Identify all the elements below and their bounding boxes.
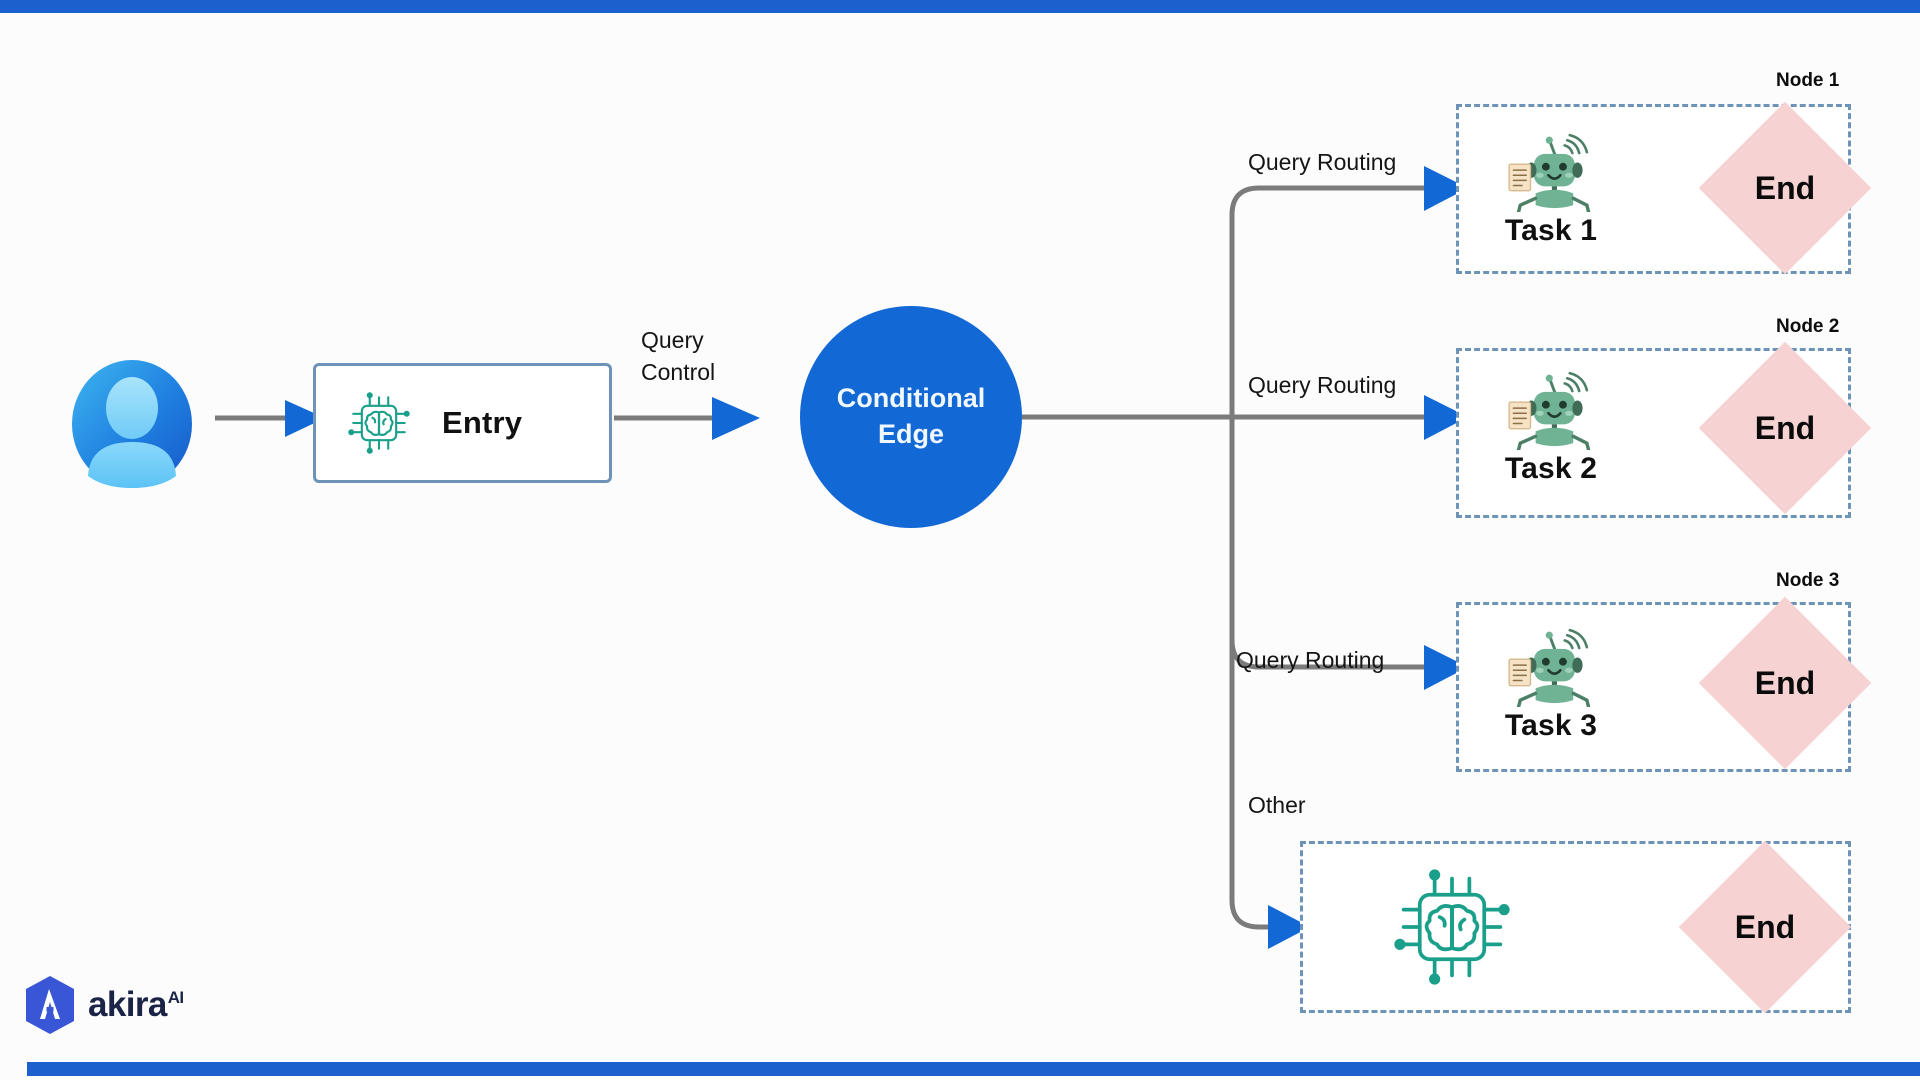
edge-label-other: Other — [1248, 792, 1306, 818]
task-3[interactable]: Task 3 — [1486, 625, 1616, 743]
edge-label-query-control-line1: Query — [641, 327, 704, 353]
edge-label-query-routing-2: Query Routing — [1248, 372, 1397, 398]
node-2-title: Node 2 — [1776, 316, 1840, 337]
entry-node[interactable]: Entry — [313, 363, 612, 483]
end-node-other-label: End — [1734, 909, 1796, 945]
logo-name: akira — [88, 985, 167, 1024]
bottom-accent-bar — [27, 1062, 1920, 1076]
task-1[interactable]: Task 1 — [1486, 130, 1616, 248]
edge-label-query-routing-1: Query Routing — [1248, 149, 1397, 175]
task-3-label: Task 3 — [1504, 709, 1598, 742]
task-2-label: Task 2 — [1504, 452, 1598, 485]
logo-superscript: AI — [167, 988, 184, 1008]
end-node-3-label: End — [1754, 665, 1816, 701]
edge-label-query-control-line2: Control — [641, 359, 716, 385]
top-accent-bar — [0, 0, 1920, 13]
robot-icon — [1508, 130, 1594, 214]
node-1-title: Node 1 — [1776, 70, 1840, 91]
brain-chip-icon — [346, 390, 412, 456]
conditional-edge-label-line2: Edge — [877, 419, 944, 449]
task-1-label: Task 1 — [1504, 214, 1598, 247]
robot-icon — [1508, 368, 1594, 452]
akira-wordmark: akiraAI — [88, 985, 184, 1025]
robot-icon — [1508, 625, 1594, 709]
node-3-title: Node 3 — [1776, 570, 1840, 591]
akira-ai-logo: akiraAI — [22, 975, 184, 1035]
akira-hexagon-icon — [22, 975, 78, 1035]
entry-node-label: Entry — [442, 405, 523, 440]
task-2[interactable]: Task 2 — [1486, 368, 1616, 486]
end-node-1-label: End — [1754, 170, 1816, 206]
conditional-edge-label-line1: Conditional — [836, 383, 986, 414]
conditional-edge-node[interactable]: Conditional Edge — [800, 306, 1022, 528]
brain-chip-icon — [1390, 865, 1514, 989]
end-node-2-label: End — [1754, 410, 1816, 446]
edge-label-query-routing-3: Query Routing — [1236, 647, 1385, 673]
user-avatar-icon — [68, 360, 196, 488]
